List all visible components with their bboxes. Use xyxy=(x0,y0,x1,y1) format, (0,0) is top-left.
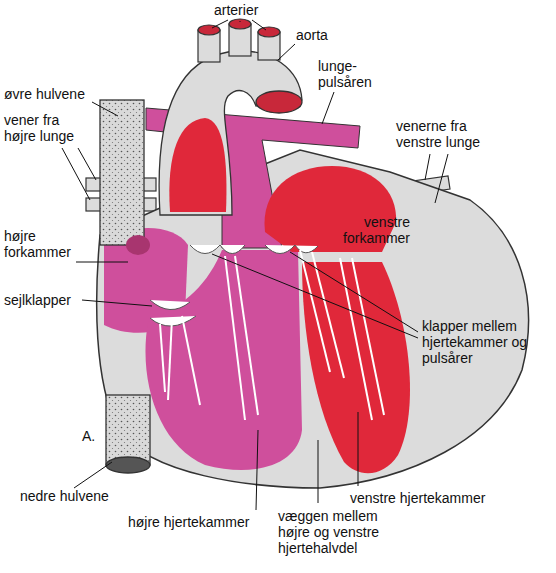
vessel-label: venerne fra venstre lunge xyxy=(396,118,514,150)
valve-label: klapper mellem hjertekammer og pulsårer xyxy=(422,318,542,366)
chamber-label: højre hjertekammer xyxy=(128,514,249,530)
vessel-label: aorta xyxy=(296,27,328,43)
chamber-label: venstre hjertekammer xyxy=(350,490,485,506)
vessel-label: lunge- pulsåren xyxy=(318,58,384,90)
vessel-label: vener fra højre lunge xyxy=(4,112,90,144)
septum-label: væggen mellem højre og venstre hjertehal… xyxy=(278,508,400,556)
chamber-label: højre forkammer xyxy=(4,228,78,260)
valve-label: sejlklapper xyxy=(4,292,71,308)
figure-letter: A. xyxy=(82,428,95,444)
vessel-label: arterier xyxy=(214,2,258,18)
vessel-label: nedre hulvene xyxy=(20,488,109,504)
chamber-label: venstre forkammer xyxy=(326,214,410,246)
vessel-label: øvre hulvene xyxy=(4,86,85,102)
